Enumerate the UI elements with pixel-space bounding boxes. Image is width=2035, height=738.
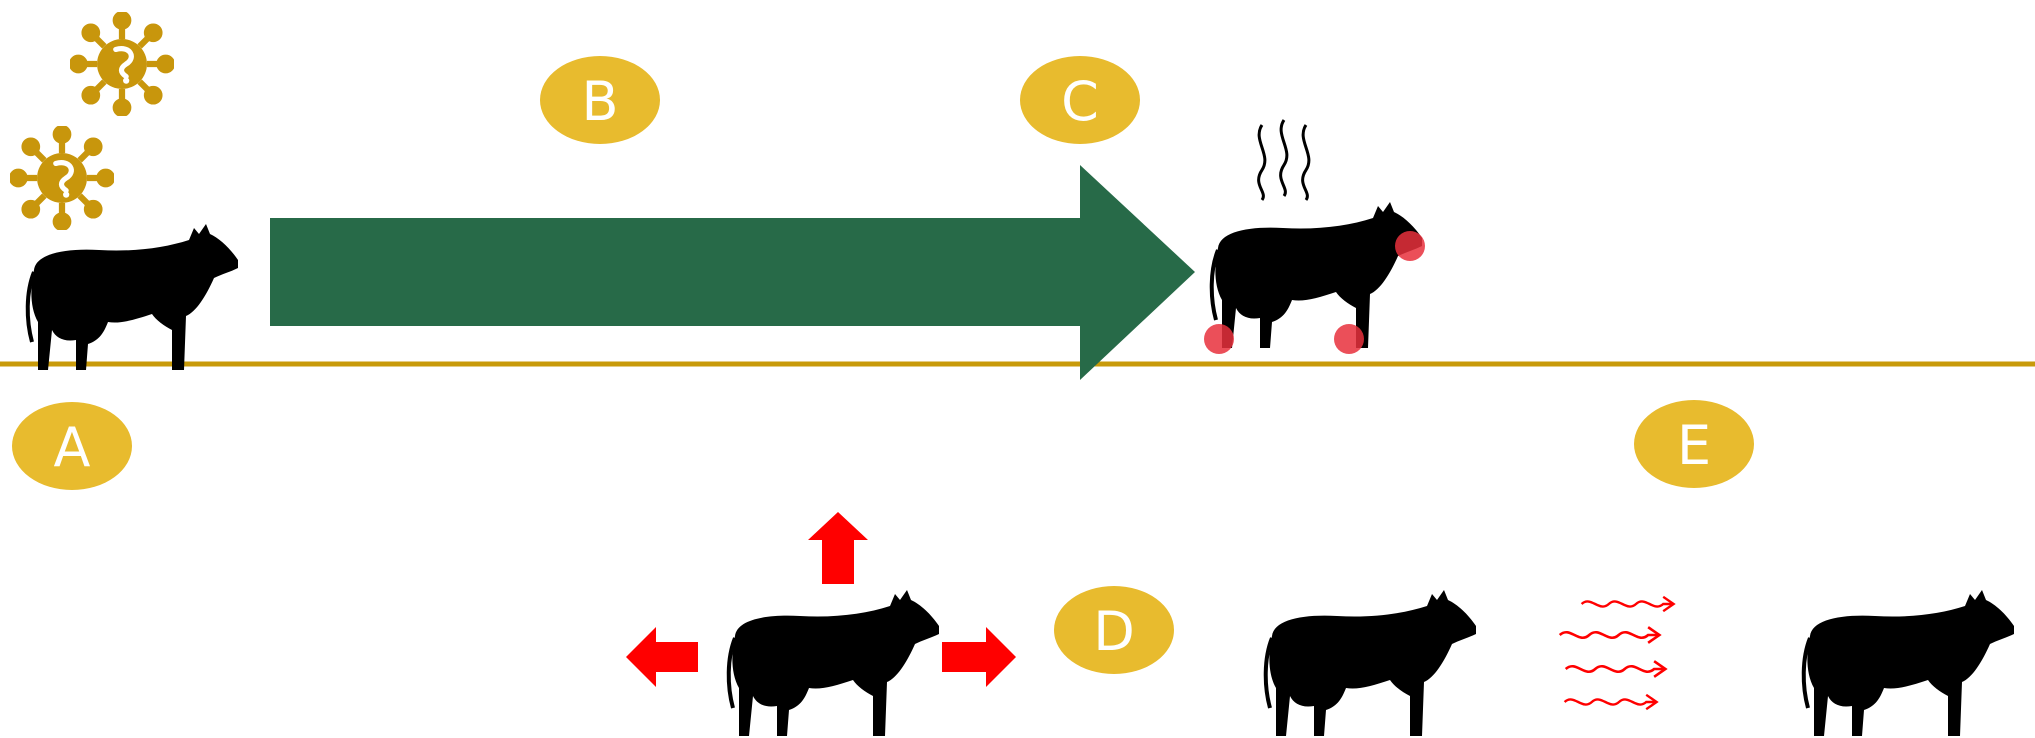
- cow-icon: [1263, 588, 1477, 738]
- main-progress-arrow: [270, 165, 1195, 380]
- badge-c: C: [1020, 56, 1140, 144]
- badge-b: B: [540, 56, 660, 144]
- badge-e-label: E: [1677, 414, 1711, 477]
- airborne-arrows-icon: [1558, 595, 1675, 711]
- badge-c-label: C: [1061, 70, 1099, 133]
- cow-icon: [25, 222, 239, 372]
- badge-a: A: [12, 402, 132, 490]
- badge-d-label: D: [1093, 600, 1135, 663]
- fever-icon: [1257, 119, 1311, 201]
- lesion-icon: [1204, 324, 1234, 354]
- virus-icon: [12, 128, 112, 228]
- arrow-icon: [808, 512, 868, 584]
- virus-icon: [72, 14, 172, 114]
- badge-a-label: A: [54, 416, 91, 479]
- arrow-icon: [626, 627, 698, 687]
- lesion-icon: [1334, 324, 1364, 354]
- cow-icon: [1209, 200, 1423, 350]
- arrow-icon: [942, 627, 1016, 687]
- cow-icon: [1801, 588, 2015, 738]
- lesion-icon: [1395, 231, 1425, 261]
- badge-d: D: [1054, 586, 1174, 674]
- badge-e: E: [1634, 400, 1754, 488]
- badge-b-label: B: [581, 70, 618, 133]
- cow-icon: [726, 588, 940, 738]
